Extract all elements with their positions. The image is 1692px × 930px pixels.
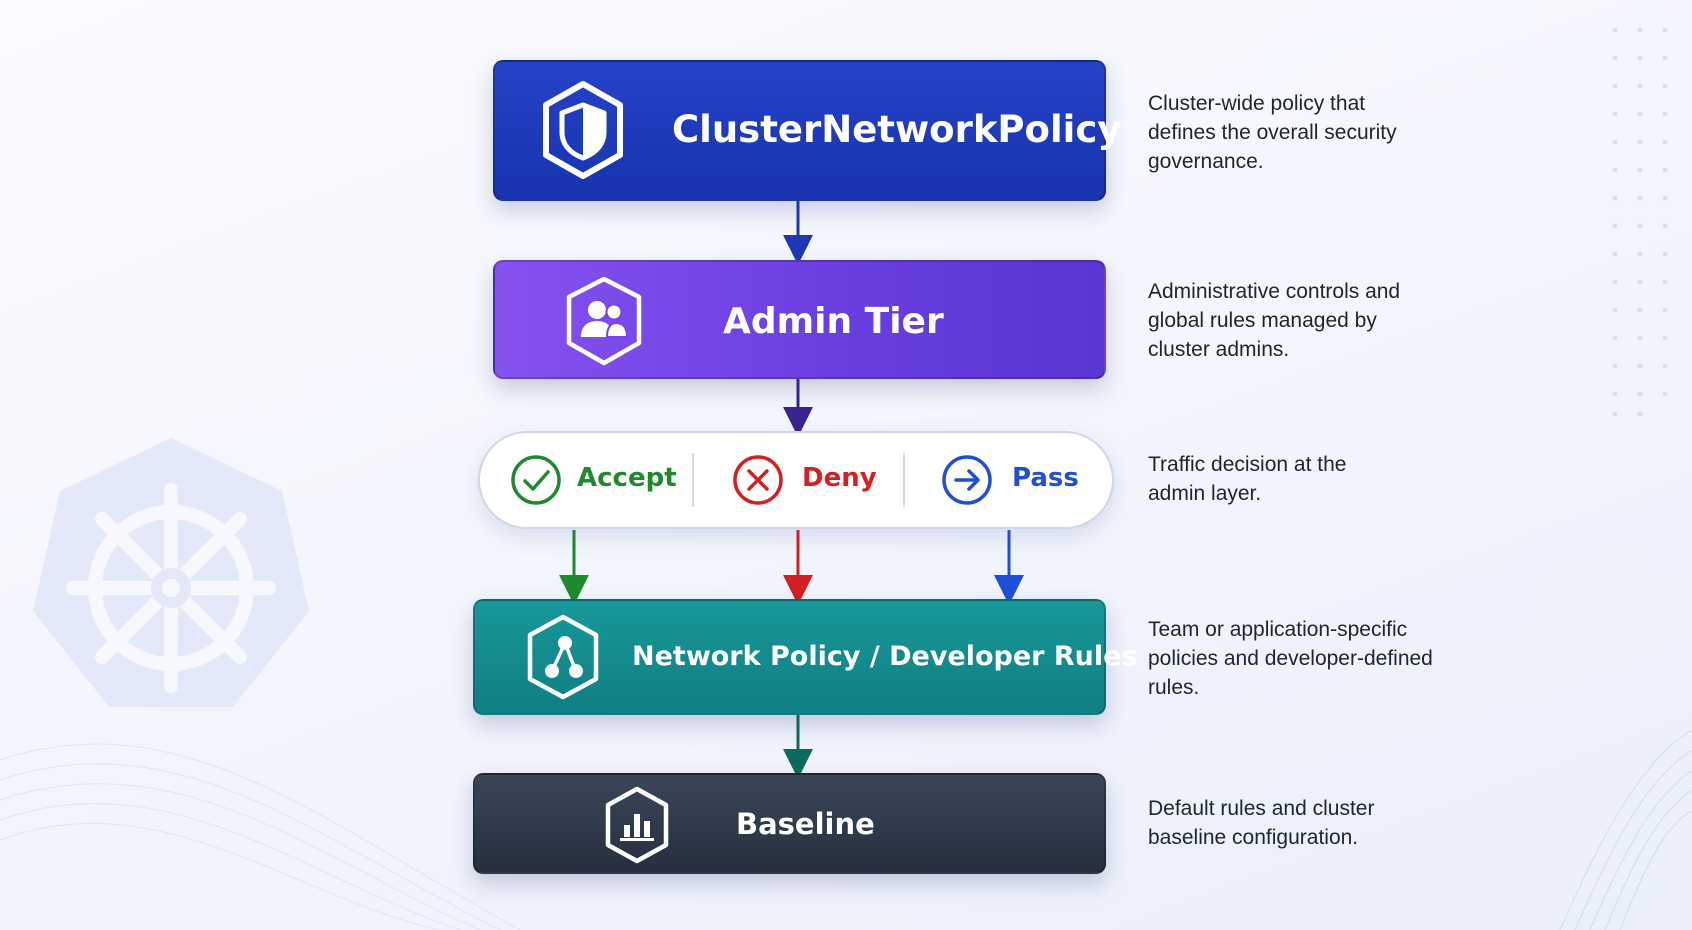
network-nodes-icon [527,614,599,700]
network-policy-title: Network Policy / Developer Rules [632,641,1138,672]
network-policy-description: Team or application-specific policies an… [1148,618,1433,699]
wave-lines-left [0,743,521,930]
decision-pass: Pass [941,433,1101,527]
cluster-network-policy-description: Cluster-wide policy that defines the ove… [1148,92,1397,173]
baseline-box: Baseline [473,773,1106,874]
decision-divider [692,453,694,507]
decision-accept-label: Accept [577,463,677,493]
traffic-decision-description: Traffic decision at the admin layer. [1148,453,1347,505]
network-policy-box: Network Policy / Developer Rules [473,599,1138,715]
check-circle-icon [511,455,561,505]
baseline-title: Baseline [736,807,875,841]
traffic-decision-pill: Accept Deny Pass [478,431,1114,529]
decision-deny: Deny [732,433,892,527]
cluster-network-policy-title: ClusterNetworkPolicy [672,108,1122,151]
wave-lines-right [1559,729,1692,930]
bar-chart-shield-icon [605,786,669,864]
dot-grid [1612,27,1668,417]
users-shield-icon [566,276,642,366]
arrow-right-circle-icon [942,455,992,505]
decision-divider [903,453,905,507]
admin-tier-box: Admin Tier [493,260,1106,379]
baseline-description: Default rules and cluster baseline confi… [1148,797,1375,849]
x-circle-icon [733,455,783,505]
cluster-network-policy-box: ClusterNetworkPolicy [493,60,1121,201]
decision-deny-label: Deny [802,463,877,493]
decision-accept: Accept [510,433,677,527]
shield-icon [543,81,623,179]
admin-tier-description: Administrative controls and global rules… [1148,280,1401,361]
kubernetes-helm-icon [33,438,309,707]
admin-tier-title: Admin Tier [723,301,944,342]
decision-pass-label: Pass [1012,463,1079,493]
